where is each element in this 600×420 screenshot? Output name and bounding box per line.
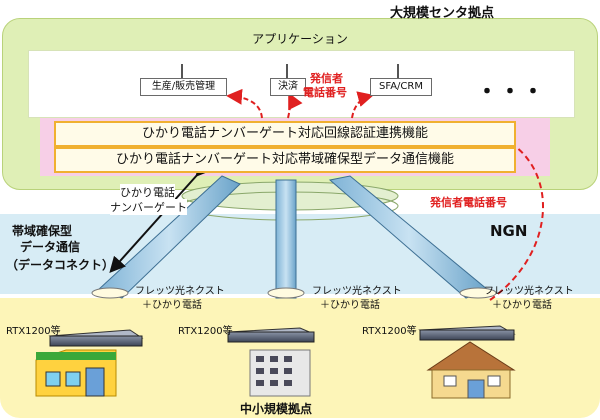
bandwidth-data-function-bar: ひかり電話ナンバーゲート対応帯域確保型データ通信機能 [54,147,516,173]
app-sales-management: 生産/販売管理 [140,78,227,96]
pipe-base-middle [267,287,305,299]
caller-arrow-to-crm [351,91,374,119]
bandwidth-label-line3: （データコネクト） [6,258,115,272]
service-label-left-line1: フレッツ光ネクスト [135,286,225,297]
service-label-middle-line2: ＋ひかり電話 [320,300,380,311]
pipe-base-left [91,287,129,299]
application-label: アプリケーション [252,32,348,46]
numbergate-arrow [109,159,212,273]
app-settlement: 決済 [270,78,306,96]
app-sfa-crm: SFA/CRM [370,78,432,96]
router-label-middle: RTX1200等 [178,326,233,337]
caller-number-note-line2: 電話番号 [303,86,347,99]
service-label-left-line2: ＋ひかり電話 [142,300,202,311]
caller-arrow-to-settle [287,92,303,119]
router-label-left: RTX1200等 [6,326,61,337]
service-label-right-line2: ＋ひかり電話 [492,300,552,311]
pipe-right [328,175,489,299]
hq-title: 大規模センタ拠点 [390,6,495,21]
auth-linkage-function-bar: ひかり電話ナンバーゲート対応回線認証連携機能 [54,121,516,147]
caller-number-note-ngn: 発信者電話番号 [430,196,507,209]
caller-arrow-ngn [489,130,544,301]
router-left [48,329,144,347]
service-label-right-line1: フレッツ光ネクスト [484,286,574,297]
pipe-base-right [459,287,497,299]
pipe-middle [275,179,297,299]
numbergate-label-line1: ひかり電話 [120,184,175,200]
shop-building-icon [35,349,117,397]
sme-site-title: 中小規模拠点 [240,402,313,416]
ngn-network-band [0,214,600,294]
router-label-right: RTX1200等 [362,326,417,337]
caller-arrow-to-sales [226,88,263,119]
caller-number-note-line1: 発信者 [310,72,343,85]
bandwidth-label-line1: 帯域確保型 [12,224,73,238]
ngn-label: NGN [490,222,528,240]
office-building-icon [249,349,311,397]
house-building-icon [426,341,516,399]
bandwidth-label-line2: データ通信 [20,240,81,254]
numbergate-label-line2: ナンバーゲート [110,199,187,215]
router-right [418,325,516,341]
router-middle [226,327,315,343]
more-apps-ellipsis: ・・・ [476,80,546,105]
service-label-middle-line1: フレッツ光ネクスト [312,286,402,297]
